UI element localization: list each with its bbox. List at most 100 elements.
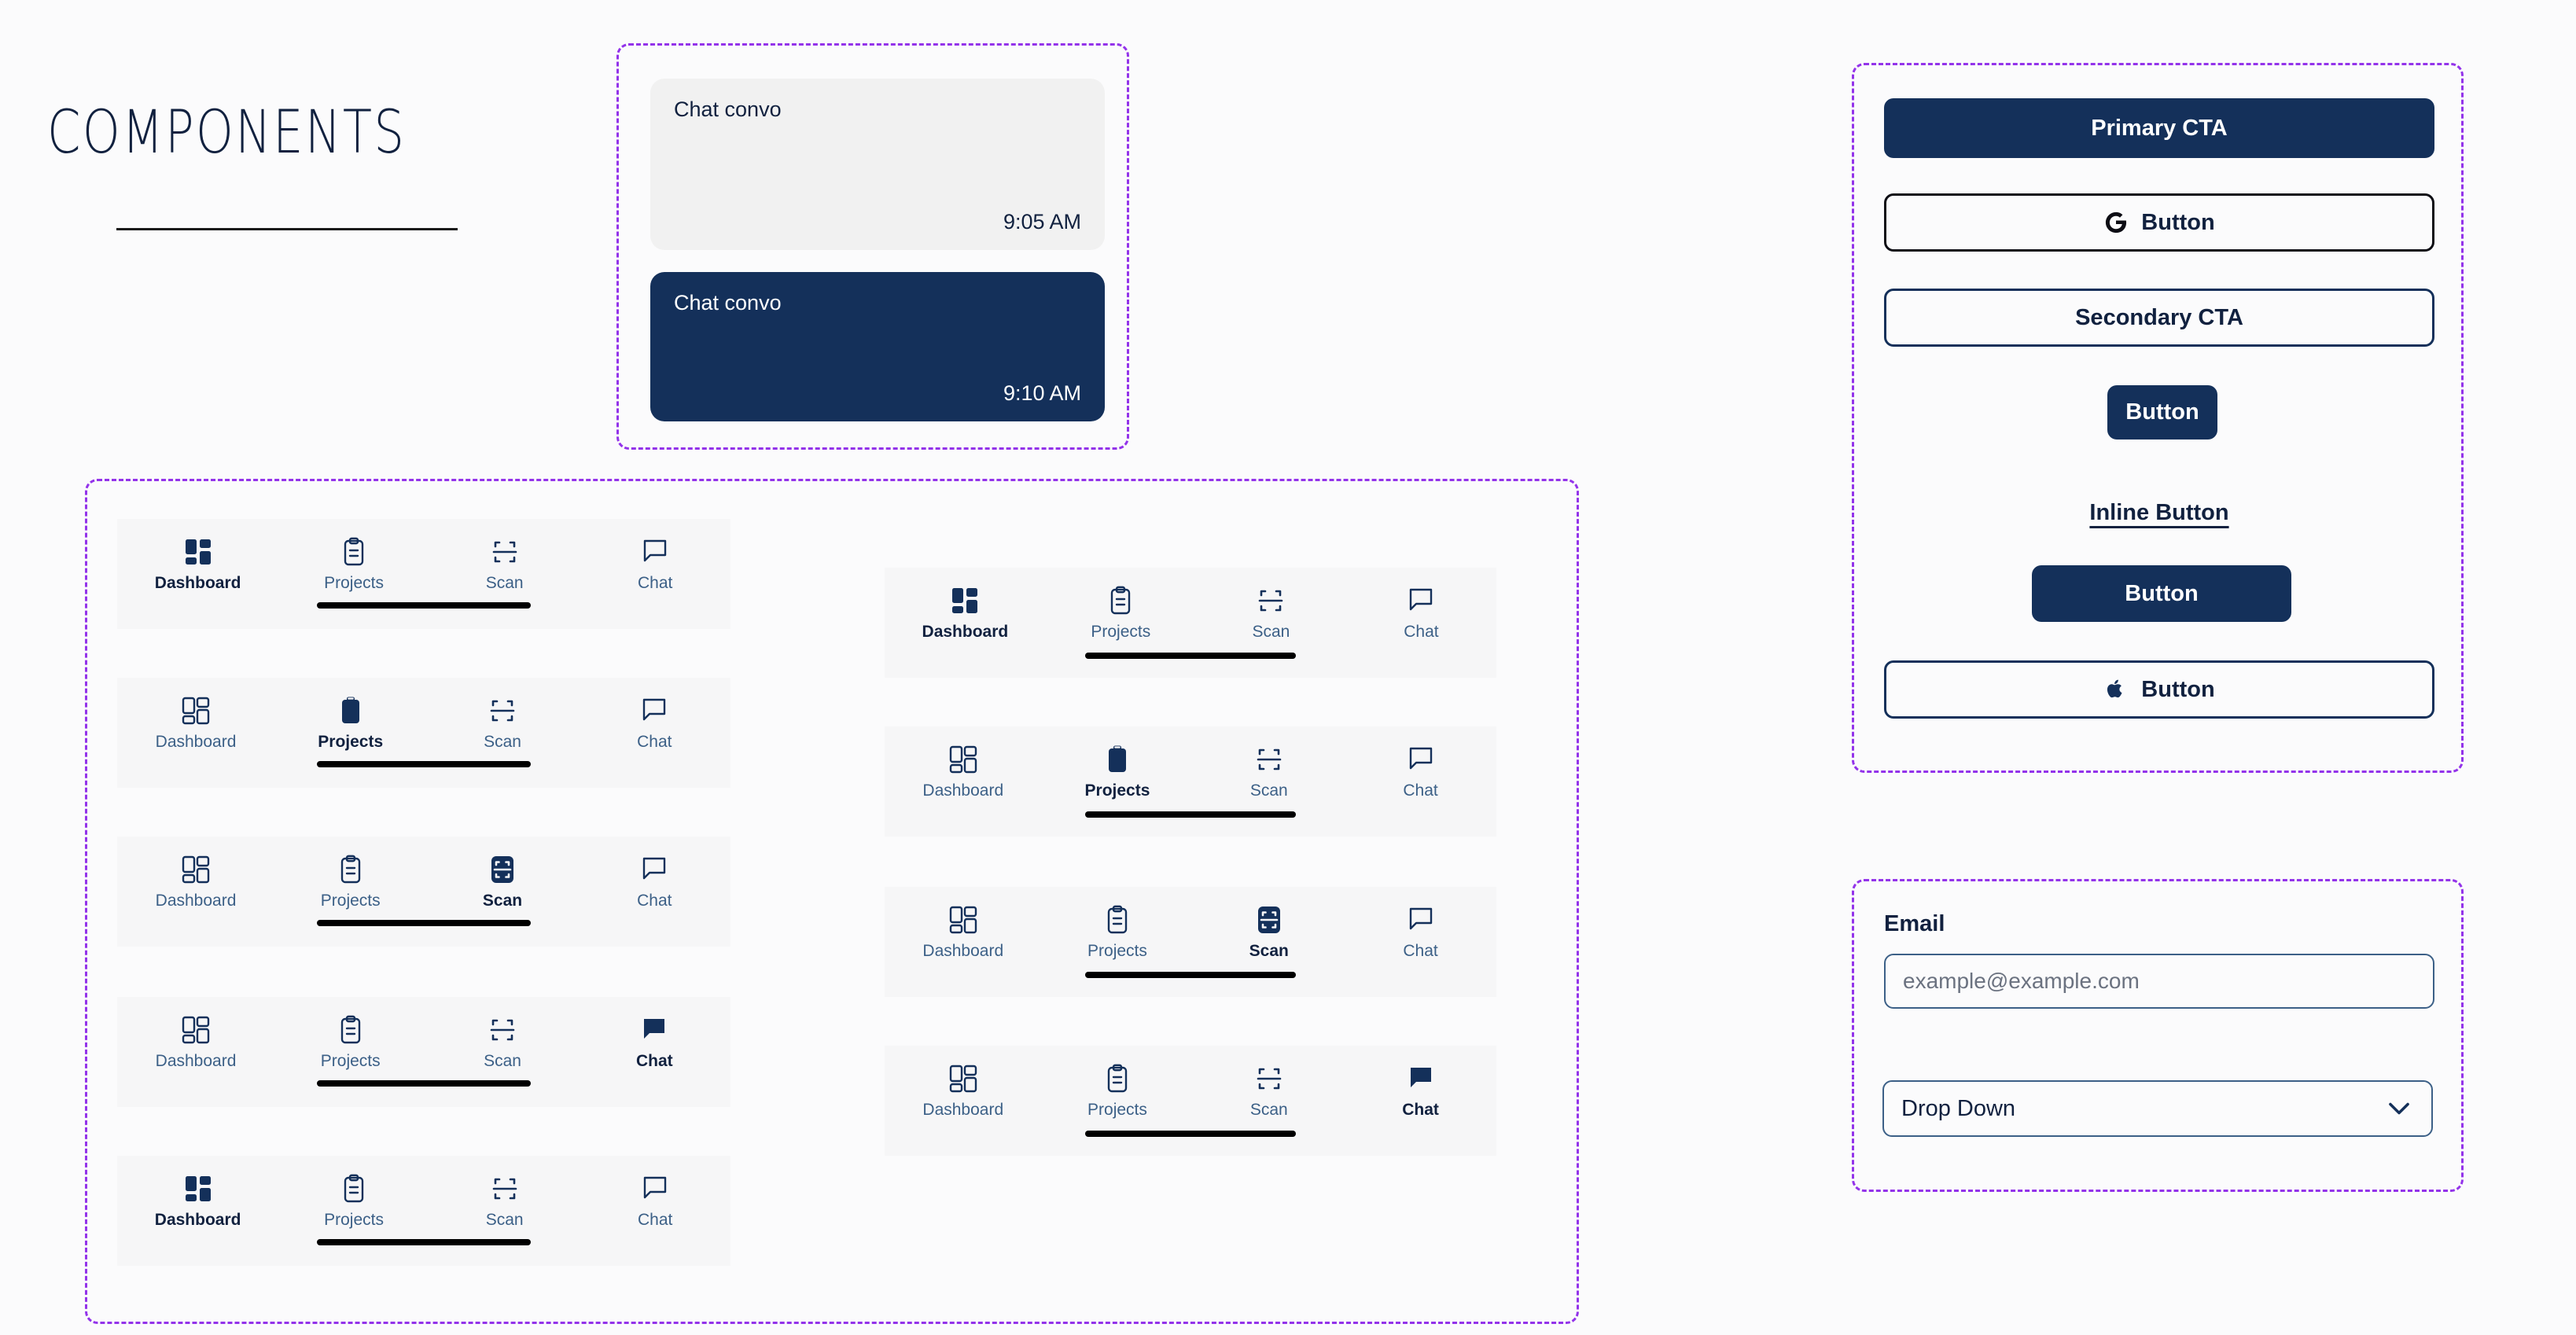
navbar-wide-dashboard-active[interactable]: Dashboard Projects Scan Chat [885,568,1496,678]
nav-item-chat[interactable]: Chat [617,536,693,591]
nav-item-label-scan: Scan [484,1052,521,1070]
nav-item-label-scan: Scan [482,892,523,910]
chat-bubble-incoming-text: Chat convo [674,97,782,121]
apple-button-label: Button [2141,676,2215,702]
nav-item-label-chat: Chat [638,574,673,592]
dropdown-select[interactable]: Drop Down [1882,1080,2433,1137]
chat-bubble-outgoing[interactable]: Chat convo 9:10 AM [650,272,1105,421]
chat-bubble-icon [638,1014,670,1046]
nav-item-scan[interactable]: Scan [465,1014,540,1069]
nav-item-dashboard[interactable]: Dashboard [156,854,236,909]
nav-item-chat[interactable]: Chat [1383,1063,1459,1118]
nav-item-chat[interactable]: Chat [617,1173,693,1228]
medium-solid-button[interactable]: Button [2032,565,2291,622]
nav-item-label-chat: Chat [1403,782,1438,800]
nav-item-projects[interactable]: Projects [316,1173,392,1228]
nav-item-projects[interactable]: Projects [1080,1063,1155,1118]
nav-item-projects[interactable]: Projects [1080,744,1155,799]
inline-text-button[interactable]: Inline Button [1884,495,2434,530]
scan-frame-icon [487,854,518,885]
nav-item-chat[interactable]: Chat [616,854,692,909]
clipboard-icon [335,695,366,726]
dashboard-grid-icon [948,904,979,936]
secondary-cta-button[interactable]: Secondary CTA [1884,289,2434,347]
nav-item-scan[interactable]: Scan [467,1173,543,1228]
scan-frame-icon [487,1014,518,1046]
home-indicator [1085,972,1296,978]
nav-item-projects[interactable]: Projects [316,536,392,591]
nav-item-label-projects: Projects [320,892,381,910]
nav-item-projects[interactable]: Projects [313,854,388,909]
navbar-scan-active[interactable]: Dashboard Projects Scan Chat [117,837,730,947]
buttons-component-annotation-frame: Primary CTA Button Secondary CTA Button … [1852,63,2464,773]
dropdown-selected-value: Drop Down [1901,1095,2016,1121]
navbar-items: Dashboard Projects Scan Chat [885,568,1496,640]
nav-item-chat[interactable]: Chat [1383,585,1459,640]
nav-item-label-dashboard: Dashboard [922,782,1004,800]
medium-button-label: Button [2125,580,2199,606]
nav-item-chat[interactable]: Chat [616,695,692,750]
nav-item-chat[interactable]: Chat [1383,744,1459,799]
email-field-label: Email [1884,911,1945,936]
nav-item-projects[interactable]: Projects [1080,904,1155,959]
nav-item-chat[interactable]: Chat [616,1014,692,1069]
nav-item-label-chat: Chat [1402,1101,1439,1119]
navbar-wide-projects-active[interactable]: Dashboard Projects Scan Chat [885,726,1496,837]
primary-cta-button[interactable]: Primary CTA [1884,98,2434,158]
dashboard-grid-icon [949,585,981,616]
nav-item-scan[interactable]: Scan [467,536,543,591]
navbar-dashboard-active[interactable]: Dashboard Projects Scan Chat [117,519,730,629]
navbar-wide-chat-active[interactable]: Dashboard Projects Scan Chat [885,1046,1496,1156]
small-solid-button[interactable]: Button [2107,385,2217,439]
nav-item-dashboard[interactable]: Dashboard [156,1014,236,1069]
nav-item-dashboard[interactable]: Dashboard [155,1173,241,1228]
nav-item-scan[interactable]: Scan [1231,1063,1307,1118]
nav-item-dashboard[interactable]: Dashboard [922,1063,1003,1118]
scan-frame-icon [1253,744,1285,775]
secondary-cta-label: Secondary CTA [2075,304,2243,330]
google-button-label: Button [2141,209,2215,235]
chat-bubble-incoming[interactable]: Chat convo 9:05 AM [650,79,1105,250]
clipboard-icon [338,536,370,568]
nav-item-label-chat: Chat [1404,623,1439,641]
scan-frame-icon [489,1173,521,1204]
navbar-chat-active[interactable]: Dashboard Projects Scan Chat [117,997,730,1107]
chat-component-annotation-frame: Chat convo 9:05 AM Chat convo 9:10 AM [616,43,1129,450]
chevron-down-icon [2384,1094,2414,1124]
apple-signin-button[interactable]: Button [1884,660,2434,719]
nav-item-label-scan: Scan [1249,782,1288,800]
navbar-wide-scan-active[interactable]: Dashboard Projects Scan Chat [885,887,1496,997]
nav-item-scan[interactable]: Scan [1231,904,1307,959]
nav-item-dashboard[interactable]: Dashboard [156,695,236,750]
nav-item-label-dashboard: Dashboard [154,574,241,592]
nav-item-scan[interactable]: Scan [465,854,540,909]
navbar-items: Dashboard Projects Scan Chat [117,519,730,591]
google-signin-button[interactable]: Button [1884,193,2434,252]
nav-item-label-scan: Scan [485,574,524,592]
nav-item-label-dashboard: Dashboard [922,942,1004,960]
nav-item-projects[interactable]: Projects [313,695,388,750]
navbar-dashboard-active-alt[interactable]: Dashboard Projects Scan Chat [117,1156,730,1266]
clipboard-icon [1105,585,1136,616]
nav-item-label-projects: Projects [324,1211,384,1229]
nav-item-label-projects: Projects [320,1052,381,1070]
clipboard-icon [338,1173,370,1204]
email-input[interactable] [1884,954,2434,1009]
navbar-items: Dashboard Projects Scan Chat [117,678,730,750]
chat-bubble-icon [1405,744,1437,775]
nav-item-chat[interactable]: Chat [1383,904,1459,959]
home-indicator [1085,653,1296,659]
dashboard-grid-icon [948,1063,979,1094]
nav-item-projects[interactable]: Projects [1083,585,1158,640]
nav-item-scan[interactable]: Scan [1231,744,1307,799]
nav-item-scan[interactable]: Scan [465,695,540,750]
nav-item-dashboard[interactable]: Dashboard [155,536,241,591]
nav-item-dashboard[interactable]: Dashboard [922,585,1008,640]
dashboard-grid-icon [182,1173,214,1204]
nav-item-dashboard[interactable]: Dashboard [922,904,1003,959]
nav-item-scan[interactable]: Scan [1233,585,1308,640]
chat-bubble-outgoing-time: 9:10 AM [1003,381,1081,405]
navbar-projects-active[interactable]: Dashboard Projects Scan Chat [117,678,730,788]
nav-item-projects[interactable]: Projects [313,1014,388,1069]
nav-item-dashboard[interactable]: Dashboard [922,744,1003,799]
